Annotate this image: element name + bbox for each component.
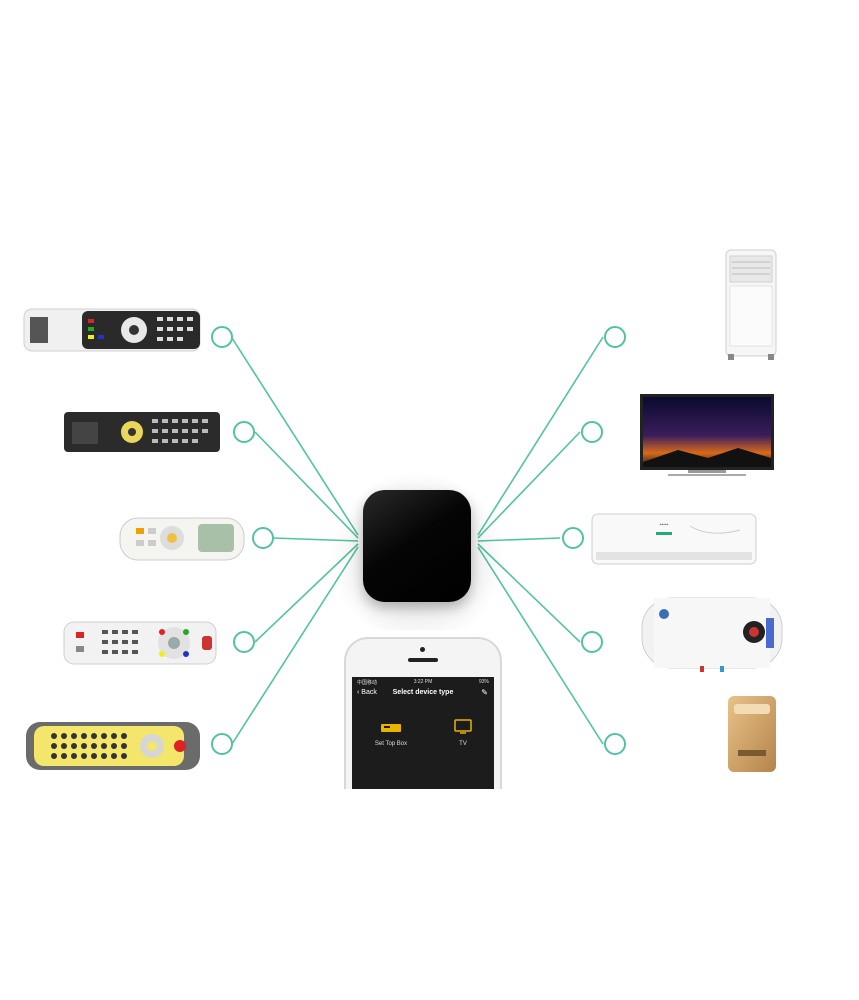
connector-node xyxy=(581,631,603,653)
remote-control-icon xyxy=(64,412,220,452)
line-right-1 xyxy=(477,336,604,536)
line-left-4 xyxy=(254,543,359,643)
tv-icon xyxy=(454,719,472,734)
screen-title: Select device type xyxy=(392,689,454,696)
status-battery: 93% xyxy=(478,679,489,685)
remote-control-icon xyxy=(23,308,201,352)
status-carrier: 中国移动 xyxy=(357,680,378,686)
air-conditioner-remote-icon xyxy=(119,517,245,561)
line-right-3 xyxy=(477,537,561,542)
connector-node xyxy=(581,421,603,443)
connector-node xyxy=(604,326,626,348)
split-air-conditioner-icon: ▪▪▪▪▪ xyxy=(591,513,757,565)
smartphone: 中国移动 3:22 PM 93% ‹ Back Select device ty… xyxy=(344,637,502,789)
phone-screen: 中国移动 3:22 PM 93% ‹ Back Select device ty… xyxy=(352,677,494,789)
line-left-1 xyxy=(231,337,359,536)
connector-node xyxy=(211,326,233,348)
ir-hub-device xyxy=(363,490,471,602)
line-right-5 xyxy=(477,546,604,745)
connector-node xyxy=(562,527,584,549)
chevron-left-icon: ‹ xyxy=(357,689,360,696)
device-label: TV xyxy=(459,741,467,747)
water-heater-icon xyxy=(641,597,783,672)
back-label: Back xyxy=(361,689,377,696)
camera-icon xyxy=(420,647,425,652)
portable-air-conditioner-icon xyxy=(725,249,777,360)
line-left-2 xyxy=(254,431,359,539)
svg-text:▪▪▪▪▪: ▪▪▪▪▪ xyxy=(660,522,669,528)
remote-control-yellow-icon xyxy=(26,722,200,770)
line-right-4 xyxy=(477,543,581,643)
set-top-box-icon xyxy=(381,724,401,732)
connector-node xyxy=(252,527,274,549)
television-icon xyxy=(640,394,774,476)
pencil-icon[interactable]: ✎ xyxy=(481,688,488,697)
connector-node xyxy=(233,631,255,653)
device-label: Set Top Box xyxy=(374,741,408,747)
line-right-2 xyxy=(477,431,581,539)
line-left-5 xyxy=(231,546,359,745)
back-button[interactable]: ‹ Back xyxy=(357,689,377,696)
connector-node xyxy=(233,421,255,443)
remote-control-icon xyxy=(63,621,217,665)
speaker-icon xyxy=(408,658,438,662)
connector-node xyxy=(211,733,233,755)
status-time: 3:22 PM xyxy=(413,679,433,685)
air-purifier-icon xyxy=(728,696,776,772)
line-left-3 xyxy=(272,537,359,542)
connector-node xyxy=(604,733,626,755)
